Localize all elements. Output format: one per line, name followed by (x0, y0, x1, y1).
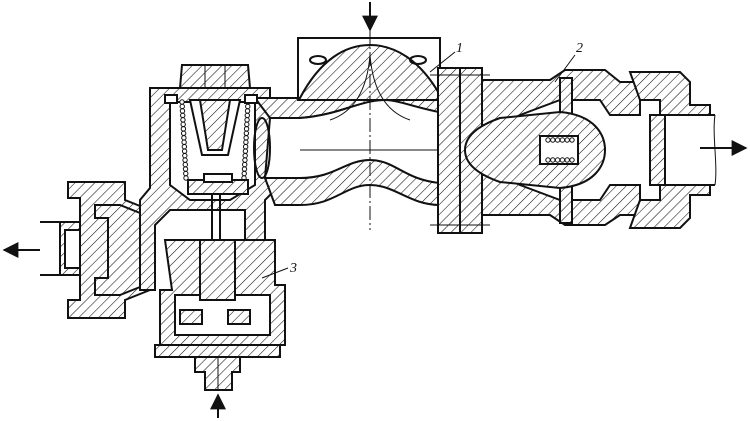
label-part-2: 2 (576, 41, 583, 56)
label-part-1: 1 (456, 41, 463, 56)
spring-coil-bead (181, 135, 187, 141)
spring-coil-bead (183, 170, 189, 177)
spring-coil-bead (243, 126, 250, 132)
spring-coil-bead (242, 157, 248, 163)
spring-coil-bead (180, 117, 186, 123)
leader-2 (554, 54, 576, 83)
spring-coil-bead (244, 112, 250, 119)
spring-coil-bead (182, 157, 188, 163)
right-check-valve (463, 110, 607, 190)
spring-coil-bead (179, 108, 186, 114)
leader-3 (261, 267, 289, 279)
coil-bead (559, 157, 566, 163)
spring-coil-bead (181, 148, 188, 154)
spring-coil-bead (245, 103, 251, 110)
spring-coil-bead (182, 161, 188, 168)
right-outlet-pipe (665, 114, 717, 186)
right-union-nut (628, 71, 711, 229)
spring-coil-bead (244, 108, 251, 114)
spring-coil-bead (182, 166, 189, 172)
central-elbow-pipe (253, 43, 456, 206)
coil-bead (545, 157, 551, 163)
spring-coil-bead (182, 152, 188, 159)
top-cap-nut (178, 64, 252, 89)
spring-coil-bead (241, 170, 247, 177)
spring-coil-bead (179, 99, 185, 105)
spring-coil-bead (181, 139, 187, 145)
coil-bead (569, 157, 575, 163)
label-part-3: 3 (289, 261, 297, 276)
coil-bead (554, 157, 561, 163)
spring-coil-bead (180, 112, 186, 119)
bottom-fitting (194, 356, 241, 391)
coil-bead (550, 137, 556, 143)
spring-coil-bead (180, 130, 187, 136)
coil-bead (545, 137, 551, 143)
coil-bead (550, 157, 556, 163)
spring-coil-bead (180, 121, 186, 128)
spring-coil-bead (179, 103, 185, 110)
lower-valve-body (154, 239, 286, 358)
spring-coil-bead (180, 126, 187, 132)
coil-bead (559, 137, 566, 143)
coil-bead (554, 137, 561, 143)
coil-bead (564, 157, 570, 163)
spring-coil-bead (241, 166, 248, 172)
leader-1 (429, 51, 456, 73)
spring-coil-bead (243, 139, 249, 145)
coil-bead (569, 137, 575, 143)
spring-coil-bead (242, 152, 248, 159)
spring-coil-bead (244, 117, 250, 123)
spring-coil-bead (243, 135, 249, 141)
valve-disc (187, 173, 249, 195)
spring-coil-bead (244, 121, 250, 128)
left-union-nut (67, 181, 151, 319)
left-flange-bolts (164, 94, 258, 104)
coil-bead (564, 137, 570, 143)
spring-coil-bead (242, 161, 248, 168)
spring-coil-bead (242, 148, 249, 154)
spring-coil-bead (181, 144, 188, 150)
spring-coil-bead (243, 130, 250, 136)
spring-coil-bead (242, 144, 249, 150)
